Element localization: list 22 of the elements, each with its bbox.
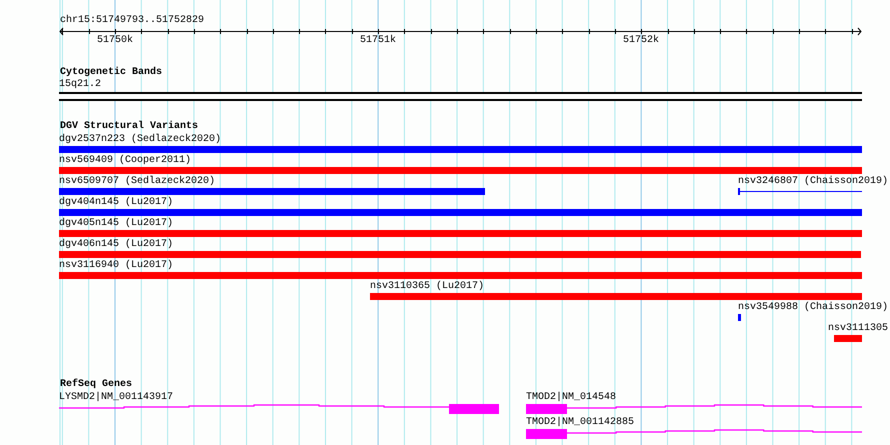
tick-label: 51752k [623, 35, 659, 46]
feature-label: dgv405n145 (Lu2017) [59, 218, 174, 229]
region-title: chr15:51749793..51752829 [60, 15, 204, 26]
feature-label: dgv2537n223 (Sedlazeck2020) [59, 134, 222, 145]
feature-label: TMOD2|NM_014548 [526, 392, 616, 403]
tick-label: 51751k [360, 35, 396, 46]
feature-label: nsv3111305 [828, 323, 888, 334]
track-heading: Cytogenetic Bands [60, 67, 162, 78]
feature-label: nsv569409 (Cooper2011) [59, 155, 192, 166]
feature-label: LYSMD2|NM_001143917 [59, 392, 174, 403]
feature-label: nsv3116940 (Lu2017) [59, 260, 174, 271]
feature-label: dgv406n145 (Lu2017) [59, 239, 174, 250]
feature-label: TMOD2|NM_001142885 [526, 417, 634, 428]
feature-label: nsv3110365 (Lu2017) [370, 281, 484, 292]
track-heading: RefSeq Genes [60, 379, 132, 390]
track-heading: DGV Structural Variants [60, 121, 198, 132]
tick-label: 51750k [97, 35, 133, 46]
feature-label: nsv3549988 (Chaisson2019) [738, 302, 888, 313]
feature-label: 15q21.2 [59, 79, 102, 90]
feature-label: dgv404n145 (Lu2017) [59, 197, 174, 208]
feature-label: nsv3246807 (Chaisson2019) [738, 176, 888, 187]
feature-label: nsv6509707 (Sedlazeck2020) [59, 176, 216, 187]
